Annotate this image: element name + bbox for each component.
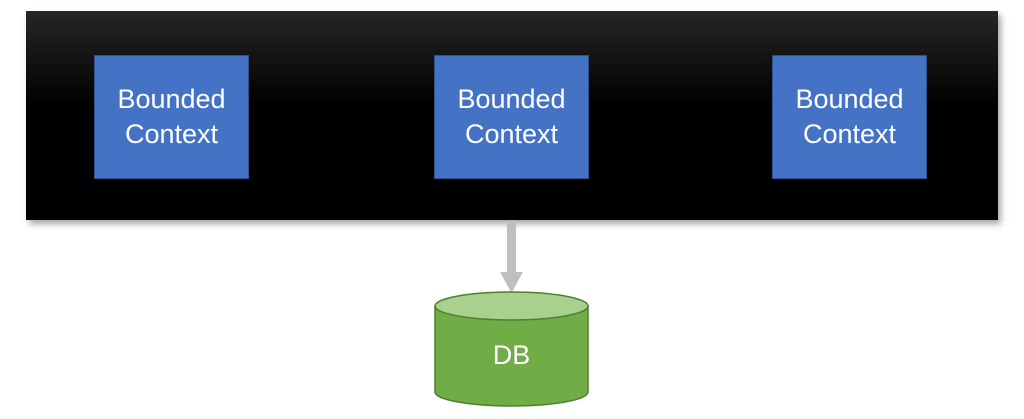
bounded-context-box-2: Bounded Context bbox=[434, 55, 589, 179]
bounded-context-label-line2: Context bbox=[464, 119, 559, 149]
down-arrow-icon bbox=[500, 221, 523, 293]
bounded-context-label-line1: Bounded bbox=[117, 84, 226, 114]
bounded-context-label-line2: Context bbox=[802, 119, 897, 149]
bounded-context-box-1: Bounded Context bbox=[94, 55, 249, 179]
bounded-context-label-line1: Bounded bbox=[457, 84, 566, 114]
bounded-context-label-line2: Context bbox=[124, 119, 219, 149]
bounded-context-label-line1: Bounded bbox=[795, 84, 904, 114]
database-cylinder-icon bbox=[434, 291, 589, 407]
database-label: DB bbox=[492, 340, 531, 370]
bounded-context-box-3: Bounded Context bbox=[772, 55, 927, 179]
